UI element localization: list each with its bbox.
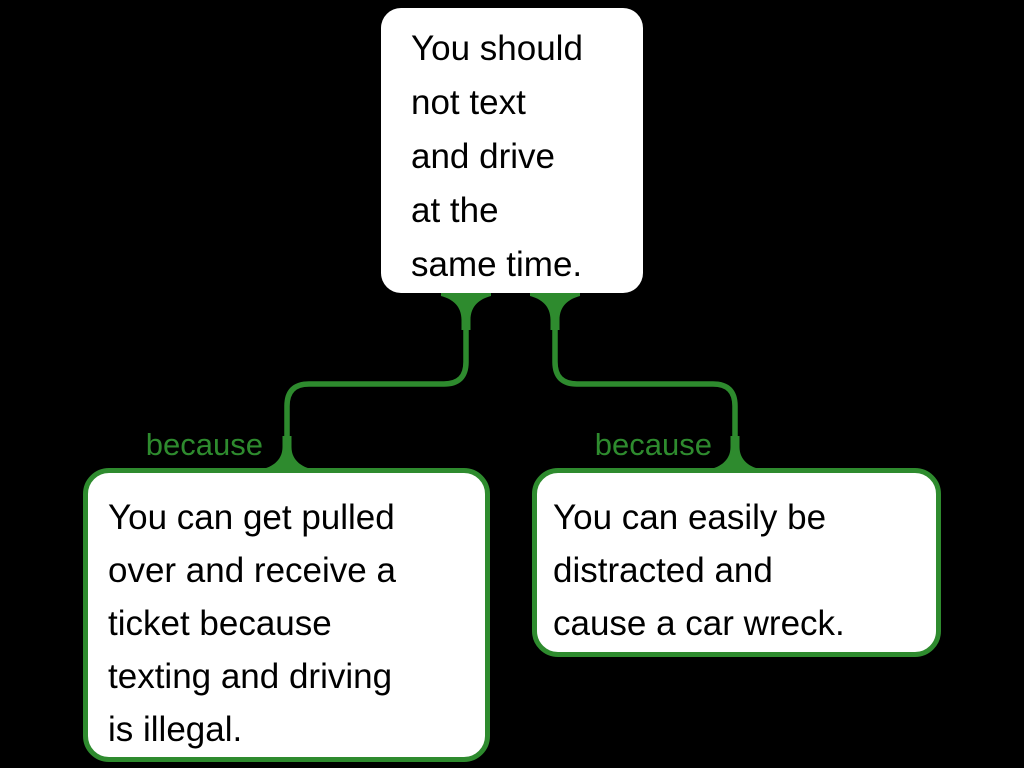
- connector-right-line: [552, 298, 738, 464]
- connector-right-bottom-joint-icon: [705, 436, 765, 473]
- claim-node[interactable]: You should not text and drive at the sam…: [381, 8, 643, 293]
- connector-left-top-joint-icon: [441, 292, 491, 330]
- reason-node-left[interactable]: You can get pulled over and receive a ti…: [83, 468, 490, 762]
- connector-right-top-joint-icon: [530, 292, 580, 330]
- reason-node-right[interactable]: You can easily be distracted and cause a…: [532, 468, 941, 657]
- because-label-right: because: [594, 427, 712, 462]
- connector-left-bottom-joint-icon: [257, 436, 317, 473]
- because-label-left: because: [145, 427, 263, 462]
- connector-left-line: [284, 298, 469, 464]
